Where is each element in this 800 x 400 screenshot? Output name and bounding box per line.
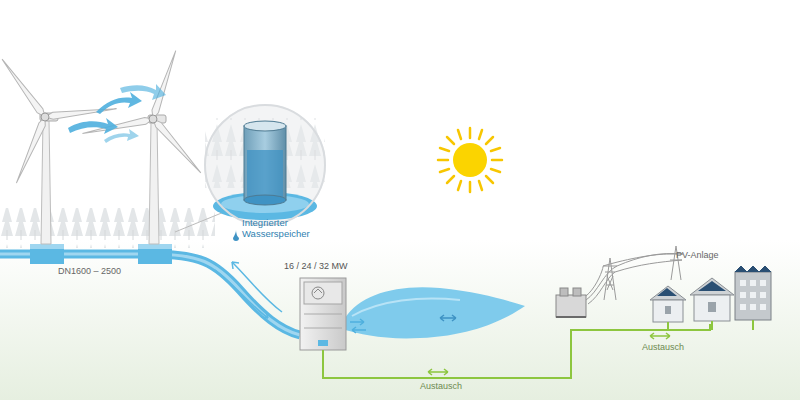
- pv-installation: PV-Anlage: [646, 250, 774, 324]
- storage-callout: Integrierter Wasserspeicher: [204, 104, 326, 226]
- exchange-label: Austausch: [420, 381, 462, 391]
- pipe-dimension: DN1600 – 2500: [58, 266, 121, 276]
- exchange-label: Austausch: [642, 342, 684, 352]
- node-text: Integrierter Wasserspeicher: [242, 218, 312, 240]
- node-text: PV-Anlage: [676, 250, 719, 260]
- node-text: 16 / 24 / 32 MW: [284, 261, 348, 271]
- power-line: [323, 324, 710, 378]
- power-station: 16 / 24 / 32 MW: [300, 278, 346, 350]
